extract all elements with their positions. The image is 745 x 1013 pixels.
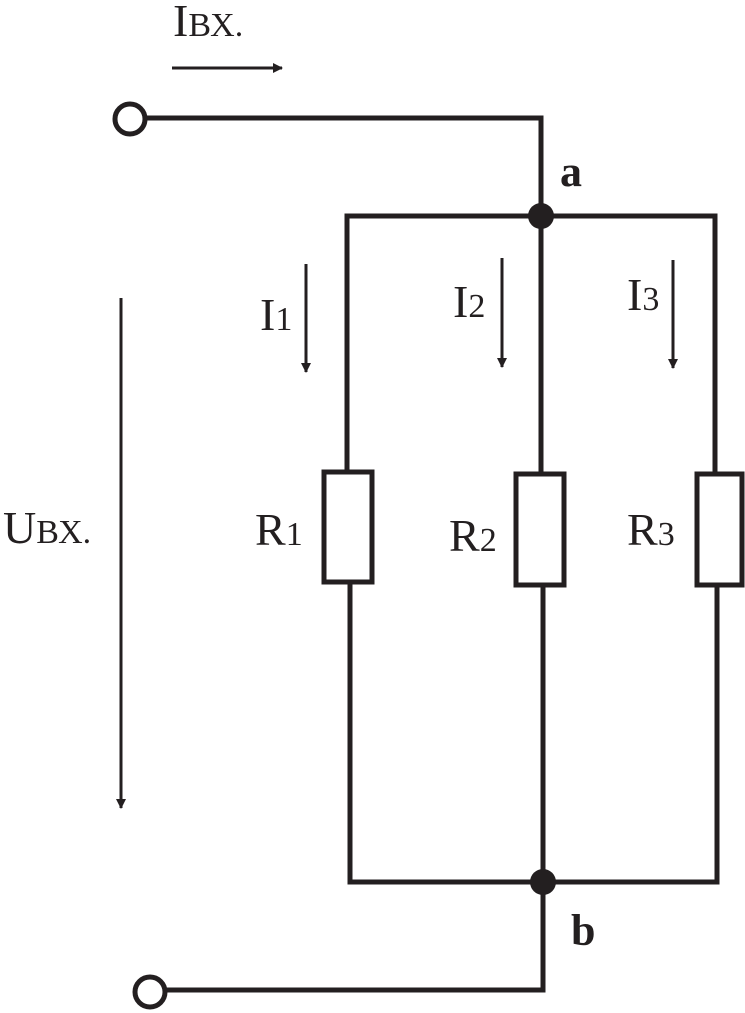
input-voltage-label: UВХ. <box>3 502 91 553</box>
input-current-label: IВХ. <box>173 0 243 46</box>
node-b-junction <box>530 869 556 895</box>
node-b-label: b <box>571 906 595 955</box>
resistor-3-label: R3 <box>627 504 675 555</box>
node-a-label: a <box>560 147 582 196</box>
node-a-junction <box>528 203 554 229</box>
resistor-1-body <box>321 469 375 585</box>
bottom-input-terminal <box>132 974 168 1010</box>
resistor-1-label: R1 <box>255 504 303 555</box>
branch-2-current-label: I2 <box>453 276 485 327</box>
top-input-terminal <box>112 101 148 137</box>
resistor-2-body <box>513 471 567 588</box>
branch-1-current-label: I1 <box>260 289 292 340</box>
resistor-3-body <box>694 471 745 588</box>
resistor-2-label: R2 <box>449 510 497 561</box>
branch-3-current-label: I3 <box>627 269 659 320</box>
